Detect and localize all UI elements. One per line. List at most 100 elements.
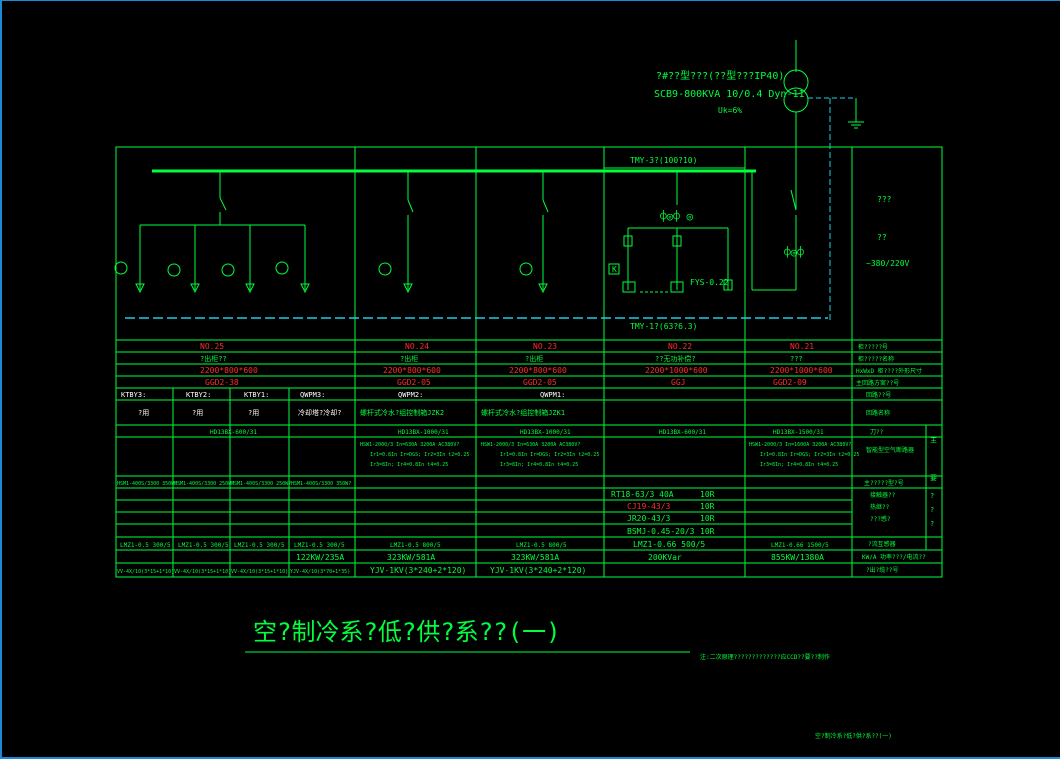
panel22-name: ??无功补偿?: [655, 354, 696, 363]
k-relay-label: K: [612, 265, 617, 274]
panel25-feeders: [114, 171, 310, 294]
breaker-p22: HD13BX-600/31: [659, 429, 706, 436]
m24-line1: HSW1-2000/3 In=630A 3200A AC380V?: [360, 442, 459, 448]
ct-f: LMZ1-0.5 800/5: [516, 542, 567, 549]
side-char-2: 要: [930, 474, 937, 482]
usage-k2: ?用: [192, 409, 203, 417]
cable-k1: VV-4X/10(3*15+1*10): [231, 569, 288, 575]
panel23-feeder: [519, 171, 549, 294]
panel24-no: NO.24: [405, 342, 429, 351]
comp-cj: CJ19-43/3: [627, 502, 671, 511]
cable-q3: YJV-4X/10(3*70+1*35): [290, 569, 350, 575]
panel23-name: ?出柜: [525, 354, 543, 363]
ct-g: LMZ1-0.66 500/5: [633, 540, 705, 549]
breaker-p23: HD13BX-1000/31: [520, 429, 571, 436]
panel24-name: ?出柜: [400, 354, 418, 363]
feeder-k2: KTBY2:: [186, 391, 211, 399]
m21-line2: Ir1=0.8In Ir=DGS; Ir2=3In t2=0.25: [760, 452, 859, 458]
ct-e: LMZ1-0.5 800/5: [390, 542, 441, 549]
m23-line2: Ir1=0.8In Ir=DGS; Ir2=3In t2=0.25: [500, 452, 599, 458]
side-char-5: ?: [930, 520, 934, 528]
label-name: 柜?????名称: [858, 355, 894, 363]
panel21-size: 2200*1000*600: [770, 366, 833, 375]
m24-line2: Ir1=0.8In Ir=DGS; Ir2=3In t2=0.25: [370, 452, 469, 458]
usage-k3: ?用: [138, 409, 149, 417]
panel21-no: NO.21: [790, 342, 814, 351]
comp-rt: RT18-63/3 40A: [611, 490, 674, 499]
usage-q2: 螺杆式冷水?组控制箱JZK2: [360, 408, 444, 417]
panel22-size: 2200*1000*600: [645, 366, 708, 375]
comp-bs: BSMJ-0.45-20/3: [627, 527, 695, 536]
ct-a: LMZ1-0.5 300/5: [120, 542, 171, 549]
breaker-p24: HD13BX-1000/31: [398, 429, 449, 436]
switch-2: HSM1-400S/3300 250W?: [174, 481, 234, 487]
usage-k1: ?用: [248, 409, 259, 417]
transformer-label-1: ?#??型???(??型???IP40): [656, 69, 784, 82]
label-size: HxWxD 柜????外形尺寸: [856, 367, 922, 375]
transformer-symbol: [783, 40, 864, 320]
panel22-capacitor: ⌽◎⌽ ◎: [608, 171, 733, 293]
usage-q1: 螺杆式冷水?组控制箱JZK1: [481, 408, 565, 417]
side-char-1: 主: [930, 435, 937, 444]
label-power: KW/A 功率???/电流??: [862, 553, 926, 561]
svg-text:⌽◎⌽ ◎: ⌽◎⌽ ◎: [660, 210, 693, 223]
comp-jr-n: 10R: [700, 514, 715, 523]
side-char-3: ?: [930, 492, 934, 500]
drawing-note: 注:二次原理?????????????应CCD??要??制作: [700, 653, 830, 661]
drawing-title: 空?制冷系?低?供?系??(一): [253, 618, 561, 646]
feeder-q3: QWPM3:: [300, 391, 325, 399]
label-bus: 刀??: [870, 429, 884, 436]
panel23-no: NO.23: [533, 342, 557, 351]
panel25-no: NO.25: [200, 342, 224, 351]
right-info-1: ???: [877, 195, 892, 204]
feeder-q1: QWPM1:: [540, 391, 565, 399]
feeder-q2: QWPM2:: [398, 391, 423, 399]
panel25-size: 2200*800*600: [200, 366, 258, 375]
right-info-3: ~380/220V: [866, 259, 910, 268]
switch-3: HSM1-400S/3300 250W?: [231, 481, 291, 487]
side-char-4: ?: [930, 506, 934, 514]
label-usage: 回路名称: [866, 409, 890, 417]
power-q3: 122KW/235A: [296, 553, 344, 562]
transformer-label-2: SCB9-800KVA 10/0.4 Dyn-11: [654, 89, 805, 100]
table-lines: [116, 339, 942, 577]
breaker-p21: HD13BX-1500/31: [773, 429, 824, 436]
switch-1: HSM1-400S/3300 350W?: [117, 481, 177, 487]
switch-4: HSM1-400S/3300 350W?: [291, 481, 351, 487]
ct-h: LMZ1-0.66 1500/5: [771, 542, 829, 549]
m21-line1: HSW1-2000/3 In=1600A 3200A AC380V?: [749, 442, 851, 448]
cable-q2: YJV-1KV(3*240+2*120): [370, 566, 466, 575]
panel23-size: 2200*800*600: [509, 366, 567, 375]
label-ct: ???感?: [870, 515, 891, 523]
panel25-model: GGD2-38: [205, 378, 239, 387]
comp-cj-n: 10R: [700, 502, 715, 511]
ct-c: LMZ1-0.5 300/5: [234, 542, 285, 549]
top-grid: [115, 146, 943, 578]
cable-q1: YJV-1KV(3*240+2*120): [490, 566, 586, 575]
panel24-model: GGD2-05: [397, 378, 431, 387]
label-ct-ratio: ?流互感器: [868, 540, 896, 548]
panel22-no: NO.22: [668, 342, 692, 351]
panel24-size: 2200*800*600: [383, 366, 441, 375]
usage-q3: 冷却塔?冷却?: [298, 408, 341, 417]
m24-line3: Ir3=8In; Ir4=0.8In t4=0.25: [370, 462, 448, 468]
footer-title: 空?制冷系?低?供?系??(一): [815, 732, 892, 740]
power-q1: 323KW/581A: [511, 553, 559, 562]
power-c22: 200KVar: [648, 553, 682, 562]
comp-jr: JR20-43/3: [627, 514, 671, 523]
label-model: 主回路方案??号: [856, 379, 899, 387]
feeder-k1: KTBY1:: [244, 391, 269, 399]
cable-k3: VV-4X/10(3*15+1*10): [117, 569, 174, 575]
panel23-model: GGD2-05: [523, 378, 557, 387]
label-main-sw: 主?????型?号: [864, 479, 904, 487]
panel21-model: GGD2-09: [773, 378, 807, 387]
m21-note: 智能型空气断路器: [866, 446, 914, 454]
label-load: 回路??号: [866, 391, 891, 399]
m23-line1: HSW1-2000/3 In=630A 3200A AC380V?: [481, 442, 580, 448]
panel21-name: ???: [790, 355, 803, 363]
breaker-p25: HD13BX-600/31: [210, 429, 257, 436]
comp-bs-n: 10R: [700, 527, 715, 536]
power-c21: 855KW/1380A: [771, 553, 824, 562]
